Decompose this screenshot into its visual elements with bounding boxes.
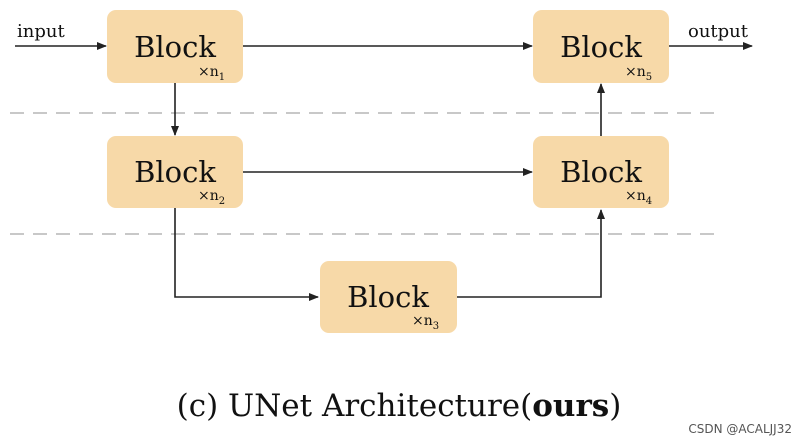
block-4: Block ×n4: [533, 136, 669, 208]
block-5-box: [533, 10, 669, 83]
block-3: Block ×n3: [320, 261, 457, 333]
block-4-sub: 4: [646, 196, 652, 207]
block-1-label: Block: [134, 30, 216, 64]
block-1: Block ×n1: [107, 10, 243, 83]
block-2: Block ×n2: [107, 136, 243, 208]
block-5: Block ×n5: [533, 10, 669, 83]
block-2-label: Block: [134, 155, 216, 189]
block-1-sub: 1: [219, 72, 225, 83]
block-3-sub: 3: [433, 321, 439, 332]
block-4-label: Block: [560, 155, 642, 189]
watermark: CSDN @ACALJJ32: [688, 422, 792, 436]
connections: [15, 42, 753, 301]
block-3-box: [320, 261, 457, 333]
block-5-multiplier: ×n5: [625, 64, 652, 83]
block-3-mult: ×n: [412, 313, 433, 329]
block-2-sub: 2: [219, 196, 225, 207]
up-arrow-3: [457, 209, 605, 298]
block-1-box: [107, 10, 243, 83]
caption-bold: ours: [532, 388, 610, 424]
input-label: input: [17, 21, 65, 42]
caption-suffix: ): [609, 388, 622, 424]
block-5-sub: 5: [646, 72, 652, 83]
block-3-multiplier: ×n3: [412, 313, 439, 332]
unet-diagram: input output Block ×n1 Block ×n2 Block ×…: [10, 10, 753, 333]
caption-prefix: (c) UNet Architecture(: [176, 388, 533, 424]
block-4-multiplier: ×n4: [625, 188, 652, 207]
block-5-label: Block: [560, 30, 642, 64]
block-3-label: Block: [347, 280, 429, 314]
down-arrow-2: [174, 208, 319, 301]
block-2-box: [107, 136, 243, 208]
block-4-box: [533, 136, 669, 208]
block-4-mult: ×n: [625, 188, 646, 204]
block-1-mult: ×n: [198, 64, 219, 80]
figure-caption: (c) UNet Architecture(ours): [0, 388, 798, 424]
block-5-mult: ×n: [625, 64, 646, 80]
block-1-multiplier: ×n1: [198, 64, 225, 83]
output-label: output: [688, 21, 749, 42]
block-2-mult: ×n: [198, 188, 219, 204]
block-2-multiplier: ×n2: [198, 188, 225, 207]
